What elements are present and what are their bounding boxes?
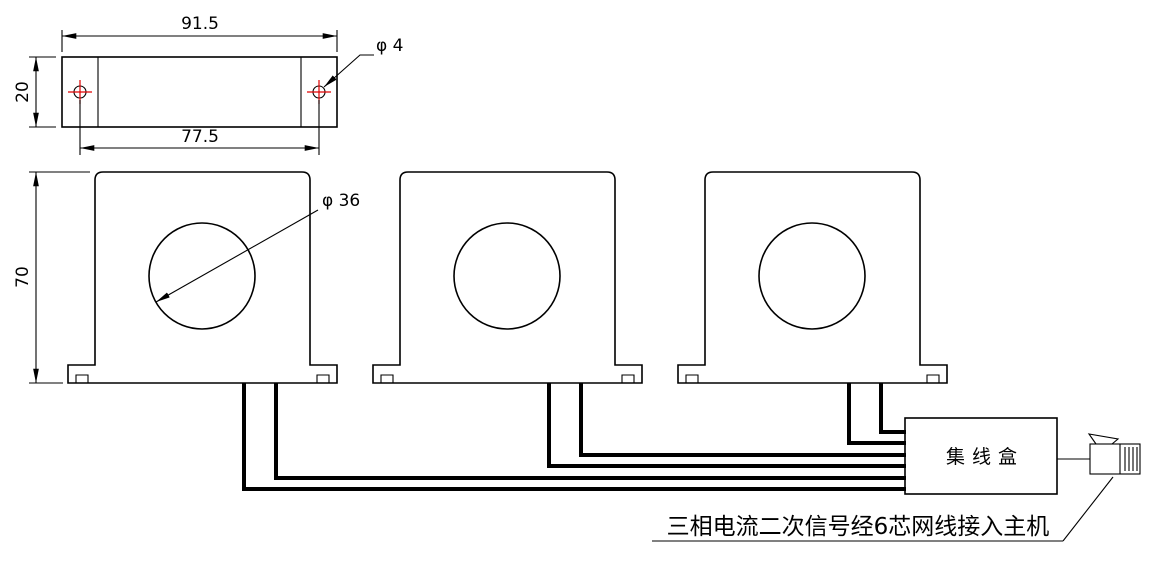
wire-ct2-b — [579, 383, 906, 457]
current-transformer-2 — [372, 171, 643, 384]
note-text: 三相电流二次信号经6芯网线接入主机 — [667, 514, 1050, 540]
note: 三相电流二次信号经6芯网线接入主机 — [652, 476, 1114, 542]
top-view-body — [61, 56, 338, 128]
note-leader-line — [1062, 476, 1114, 542]
current-transformer-3 — [677, 171, 948, 384]
dim-top-view-height-text: 20 — [13, 81, 33, 103]
wire-ct3-a — [847, 383, 906, 445]
wire-ct1-b — [274, 383, 906, 480]
leader-line — [323, 54, 374, 88]
callout-aperture-diameter: φ 36 — [155, 191, 360, 303]
junction-box: 集线盒 — [904, 417, 1058, 495]
wire-ct1-a — [242, 383, 906, 491]
rj45-connector — [1057, 433, 1141, 475]
secondary-wires — [242, 383, 906, 491]
wire-ct3-b — [879, 383, 906, 434]
dim-front-height-text: 70 — [13, 266, 33, 288]
hole-center-marks — [68, 80, 331, 104]
aperture-diameter-text: φ 36 — [322, 191, 360, 211]
hole-diameter-text: φ 4 — [376, 36, 403, 56]
front-views: φ 36 70 — [13, 171, 948, 384]
current-transformer-1 — [67, 171, 338, 384]
latch-clip — [1087, 433, 1120, 445]
dim-hole-spacing: 77.5 — [79, 100, 320, 155]
top-view: 91.5 20 77.5 φ 4 — [13, 14, 403, 155]
callout-hole-diameter: φ 4 — [323, 36, 403, 88]
dim-overall-width: 91.5 — [61, 14, 338, 52]
dim-top-view-height: 20 — [13, 56, 56, 128]
wire-ct2-a — [547, 383, 906, 468]
junction-box-label: 集线盒 — [946, 446, 1024, 468]
dim-hole-spacing-text: 77.5 — [181, 127, 219, 147]
plug-body — [1089, 443, 1141, 475]
dim-front-height: 70 — [13, 171, 90, 384]
dim-overall-width-text: 91.5 — [181, 14, 219, 34]
leader-line — [155, 209, 319, 303]
junction-box-body — [904, 417, 1058, 495]
